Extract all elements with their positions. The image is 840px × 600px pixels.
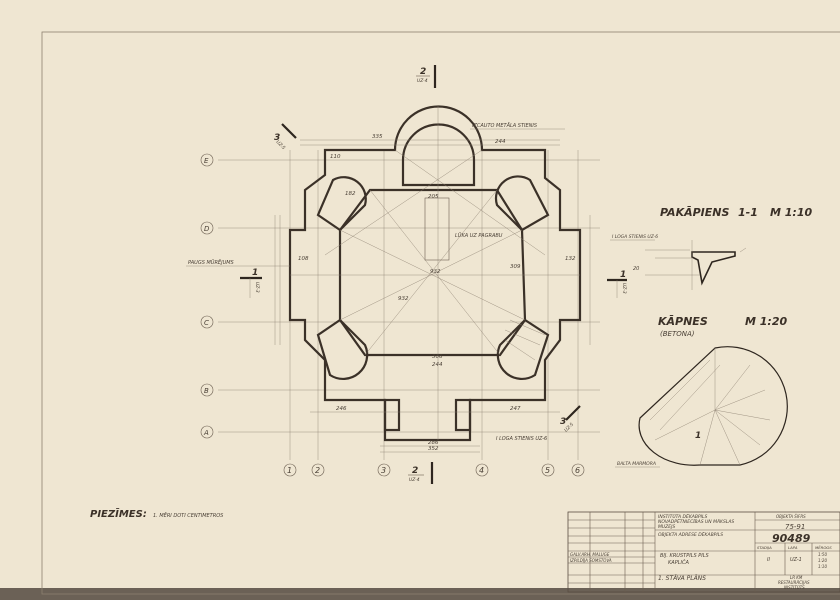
svg-text:335: 335 [372, 134, 383, 140]
svg-text:246: 246 [336, 406, 347, 412]
svg-text:110: 110 [330, 154, 341, 160]
svg-text:PAKĀPIENS: PAKĀPIENS [660, 206, 729, 219]
svg-text:1: 1 [252, 268, 258, 278]
section-mark-top: 2 UZ-4 [416, 65, 437, 88]
svg-text:BALTA MARMORA: BALTA MARMORA [617, 461, 656, 467]
svg-text:1:50: 1:50 [818, 552, 827, 557]
floor-plan [274, 105, 591, 453]
axis-b: B [204, 387, 209, 395]
svg-text:2: 2 [420, 67, 426, 77]
section-mark-right: 1 UZ-3 [607, 270, 627, 298]
svg-text:1:10: 1:10 [818, 564, 827, 569]
section-mark-diagonal-bottom-ref: UZ-5 [563, 422, 575, 434]
archive-number: 90489 [772, 532, 811, 545]
svg-text:4: 4 [479, 466, 484, 475]
section-mark-bottom: 2 UZ-4 [408, 462, 434, 484]
cellar-hatch [424, 197, 450, 261]
section-mark-diagonal-top-ref: UZ-5 [275, 139, 287, 151]
axis-c: C [204, 319, 209, 327]
drawing-title: 1. STĀVA PLĀNS [658, 575, 706, 582]
svg-text:932: 932 [398, 296, 409, 302]
svg-text:M 1:20: M 1:20 [745, 315, 787, 328]
svg-text:1-1: 1-1 [738, 206, 758, 219]
section-mark-right-ref: UZ-3 [621, 283, 627, 294]
step-detail: PAKĀPIENS 1-1 M 1:10 I LOGA STIENIS UZ-6… [610, 206, 812, 290]
svg-text:2: 2 [412, 466, 418, 476]
svg-text:I LOGA STIENIS UZ-6: I LOGA STIENIS UZ-6 [612, 234, 658, 240]
svg-text:205: 205 [428, 194, 439, 200]
axis-a: A [203, 429, 209, 437]
svg-text:UZ-4: UZ-4 [409, 477, 420, 483]
svg-text:M 1:10: M 1:10 [770, 206, 812, 219]
svg-text:309: 309 [510, 264, 521, 270]
svg-text:306: 306 [432, 354, 443, 360]
svg-text:KAPLIČA: KAPLIČA [668, 559, 689, 566]
drawing-frame [41, 31, 840, 595]
column-axis-labels: 1 2 3 4 5 6 [283, 463, 585, 477]
svg-text:247: 247 [510, 406, 521, 412]
svg-text:(BETONA): (BETONA) [660, 330, 695, 338]
svg-text:UZ-1: UZ-1 [790, 557, 802, 563]
svg-text:244: 244 [432, 362, 443, 368]
svg-text:KĀPNES: KĀPNES [658, 315, 708, 328]
svg-text:IZPILDĪJA SOMSTOVA: IZPILDĪJA SOMSTOVA [570, 558, 612, 563]
svg-text:3: 3 [560, 417, 566, 427]
svg-text:3: 3 [381, 466, 386, 475]
plan-dimensions: 335 244 110 205 932 932 309 306 244 246 … [298, 134, 576, 452]
svg-text:182: 182 [345, 191, 356, 197]
svg-text:20: 20 [633, 266, 639, 272]
notes-label: PIEZĪMES: [90, 507, 147, 520]
section-mark-left-ref: UZ-3 [254, 282, 260, 293]
svg-text:INSTITŪTS: INSTITŪTS [784, 585, 805, 590]
svg-text:LAPA: LAPA [788, 545, 798, 550]
axis-e: E [204, 157, 209, 165]
svg-text:RESTAURĀCIJAS: RESTAURĀCIJAS [778, 580, 810, 585]
svg-text:75-91: 75-91 [785, 523, 805, 531]
row-axis-labels: E D C B A [200, 153, 214, 439]
notes-text: 1. MĒRI DOTI CENTIMETROS [153, 512, 224, 519]
svg-text:II: II [767, 557, 770, 563]
svg-text:INSTITŪTA DĒKABPILS: INSTITŪTA DĒKABPILS [658, 513, 707, 520]
svg-text:MUZEJS: MUZEJS [658, 524, 675, 530]
svg-text:1: 1 [620, 270, 626, 280]
svg-text:2: 2 [315, 466, 320, 475]
svg-text:132: 132 [565, 256, 576, 262]
title-block: INSTITŪTA DĒKABPILS NOVADPĒTNIECĪBAS UN … [567, 511, 840, 593]
section-mark-left: 1 UZ-3 [240, 268, 262, 298]
stairs-detail: KĀPNES (BETONA) M 1:20 1 BALTA MARMORA [615, 315, 788, 468]
section-mark-diagonal-top: 3 UZ-5 [274, 123, 297, 151]
svg-text:MĒROGS: MĒROGS [815, 545, 832, 550]
svg-text:LR KM: LR KM [790, 575, 803, 580]
axis-d: D [204, 225, 210, 233]
svg-text:UZ-4: UZ-4 [417, 78, 428, 84]
svg-text:108: 108 [298, 256, 309, 262]
svg-text:352: 352 [428, 446, 439, 452]
annotation-masonry: PAUGS MŪRĒJUMS [188, 259, 235, 266]
svg-text:244: 244 [495, 139, 506, 145]
annotation-metal-rod: IZCAUTO METĀLA STIENIS [472, 122, 538, 129]
svg-text:1:20: 1:20 [818, 558, 827, 563]
svg-text:BIJ. KRUSTPILS PILS: BIJ. KRUSTPILS PILS [660, 553, 710, 559]
svg-text:5: 5 [545, 466, 550, 475]
svg-text:286: 286 [428, 440, 439, 446]
svg-text:OBJEKTA ŠIFRS: OBJEKTA ŠIFRS [776, 514, 806, 519]
section-mark-diagonal-bottom: 3 UZ-5 [560, 405, 581, 434]
svg-text:1: 1 [695, 431, 701, 441]
svg-text:OBJEKTA ADRESE DĒKABPILS: OBJEKTA ADRESE DĒKABPILS [658, 531, 723, 538]
svg-text:3: 3 [274, 133, 280, 143]
svg-text:6: 6 [575, 466, 580, 475]
svg-text:NOVADPĒTNIECĪBAS UN MĀKSLAS: NOVADPĒTNIECĪBAS UN MĀKSLAS [658, 518, 734, 525]
annotation-hatch: LŪKA UZ PAGRABU [455, 232, 503, 239]
annotation-window-rod: I LOGA STIENIS UZ-6 [496, 436, 547, 442]
svg-text:1: 1 [287, 466, 292, 475]
svg-text:STADIJA: STADIJA [757, 545, 772, 550]
svg-text:GALV.ARH. MALUGE: GALV.ARH. MALUGE [570, 552, 610, 557]
svg-text:932: 932 [430, 269, 441, 275]
